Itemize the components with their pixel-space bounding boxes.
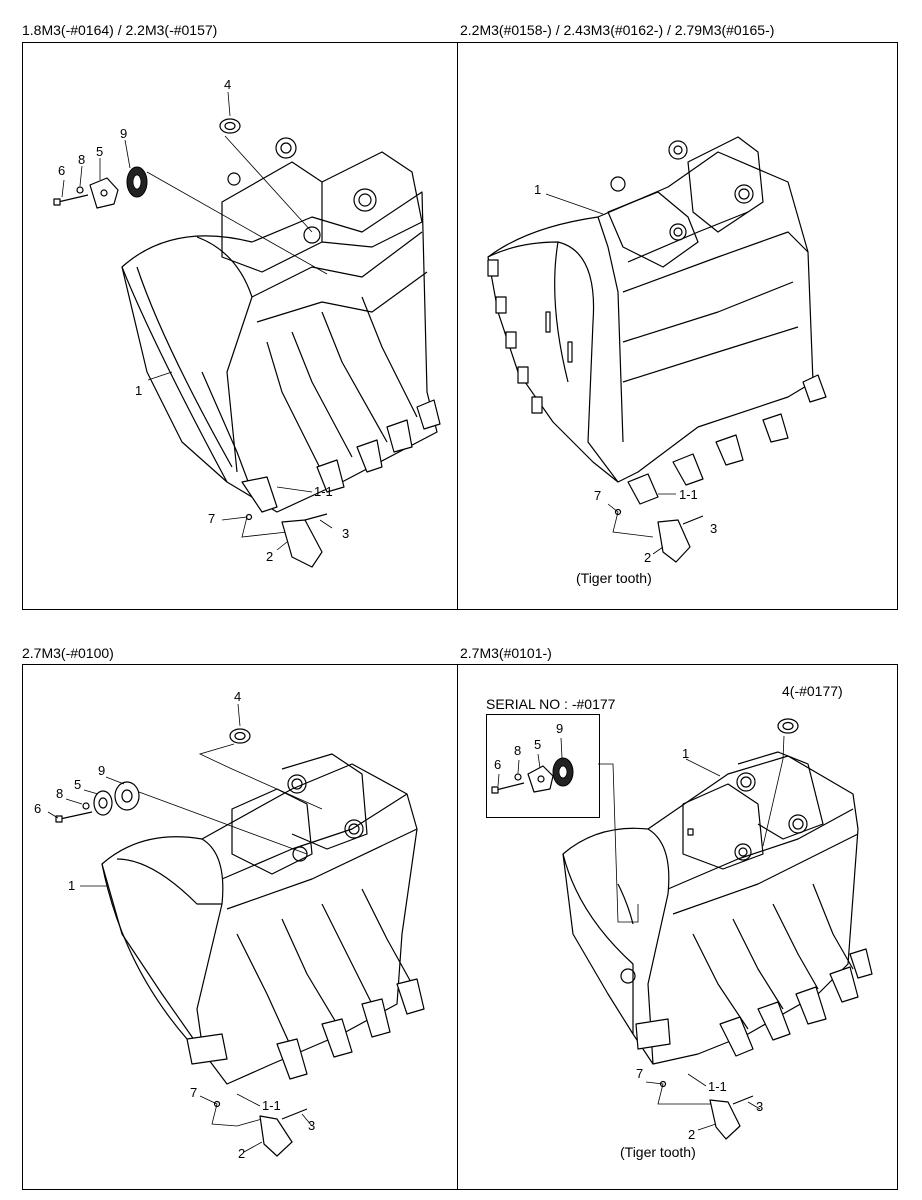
callout-7: 7 xyxy=(190,1085,198,1100)
callout-6: 6 xyxy=(34,801,42,816)
callout-1-1: 1-1 xyxy=(314,484,333,499)
inset-callout-5: 5 xyxy=(534,737,542,752)
panel-2-title: 2.2M3(#0158-) / 2.43M3(#0162-) / 2.79M3(… xyxy=(460,22,775,38)
callout-5: 5 xyxy=(96,144,104,159)
callout-7: 7 xyxy=(594,488,602,503)
callout-6: 6 xyxy=(58,163,66,178)
callout-2: 2 xyxy=(644,550,652,565)
callout-1: 1 xyxy=(135,383,143,398)
callout-1: 1 xyxy=(68,878,76,893)
bucket-drawing-3 xyxy=(47,703,425,1157)
bucket-drawing-4 xyxy=(491,718,873,1140)
inset-callout-6: 6 xyxy=(494,757,502,772)
callout-1-1: 1-1 xyxy=(679,487,698,502)
callout-5: 5 xyxy=(74,777,82,792)
panel-4: SERIAL NO : -#0177 xyxy=(458,664,896,1188)
callout-7: 7 xyxy=(208,511,216,526)
tiger-tooth-note: (Tiger tooth) xyxy=(576,570,652,586)
callout-1: 1 xyxy=(534,182,542,197)
bottom-divider xyxy=(457,664,458,1189)
callout-1: 1 xyxy=(682,746,690,761)
inset-callout-8: 8 xyxy=(514,743,522,758)
callout-3: 3 xyxy=(342,526,350,541)
panel-2: 1 7 1-1 3 2 (Tiger tooth) xyxy=(458,42,896,608)
callout-2: 2 xyxy=(266,549,274,564)
top-divider xyxy=(457,42,458,609)
callout-4: 4(-#0177) xyxy=(782,683,843,699)
callout-7: 7 xyxy=(636,1066,644,1081)
panel-3-title: 2.7M3(-#0100) xyxy=(22,645,114,661)
callout-9: 9 xyxy=(98,763,106,778)
callout-2: 2 xyxy=(238,1146,246,1161)
callout-9: 9 xyxy=(120,126,128,141)
top-diagram-frame xyxy=(22,42,898,610)
panel-4-title: 2.7M3(#0101-) xyxy=(460,645,552,661)
panel-3: 4 9 5 8 6 1 7 1-1 3 2 xyxy=(22,664,457,1188)
bucket-drawing-1 xyxy=(53,91,441,568)
callout-4: 4 xyxy=(234,689,242,704)
callout-8: 8 xyxy=(78,152,86,167)
callout-3: 3 xyxy=(308,1118,316,1133)
callout-1-1: 1-1 xyxy=(708,1079,727,1094)
panel-1-title: 1.8M3(-#0164) / 2.2M3(-#0157) xyxy=(22,22,218,38)
callout-3: 3 xyxy=(756,1099,764,1114)
bucket-drawing-2 xyxy=(487,136,827,563)
callout-4: 4 xyxy=(224,77,232,92)
inset-title: SERIAL NO : -#0177 xyxy=(486,696,616,712)
callout-8: 8 xyxy=(56,786,64,801)
tiger-tooth-note: (Tiger tooth) xyxy=(620,1144,696,1160)
serial-inset-box xyxy=(486,714,600,818)
callout-3: 3 xyxy=(710,521,718,536)
bottom-diagram-frame xyxy=(22,664,898,1190)
inset-callout-9: 9 xyxy=(556,721,564,736)
callout-1-1: 1-1 xyxy=(262,1098,281,1113)
panel-1: 4 9 5 8 6 1 1-1 7 3 2 xyxy=(22,42,457,608)
callout-2: 2 xyxy=(688,1127,696,1142)
